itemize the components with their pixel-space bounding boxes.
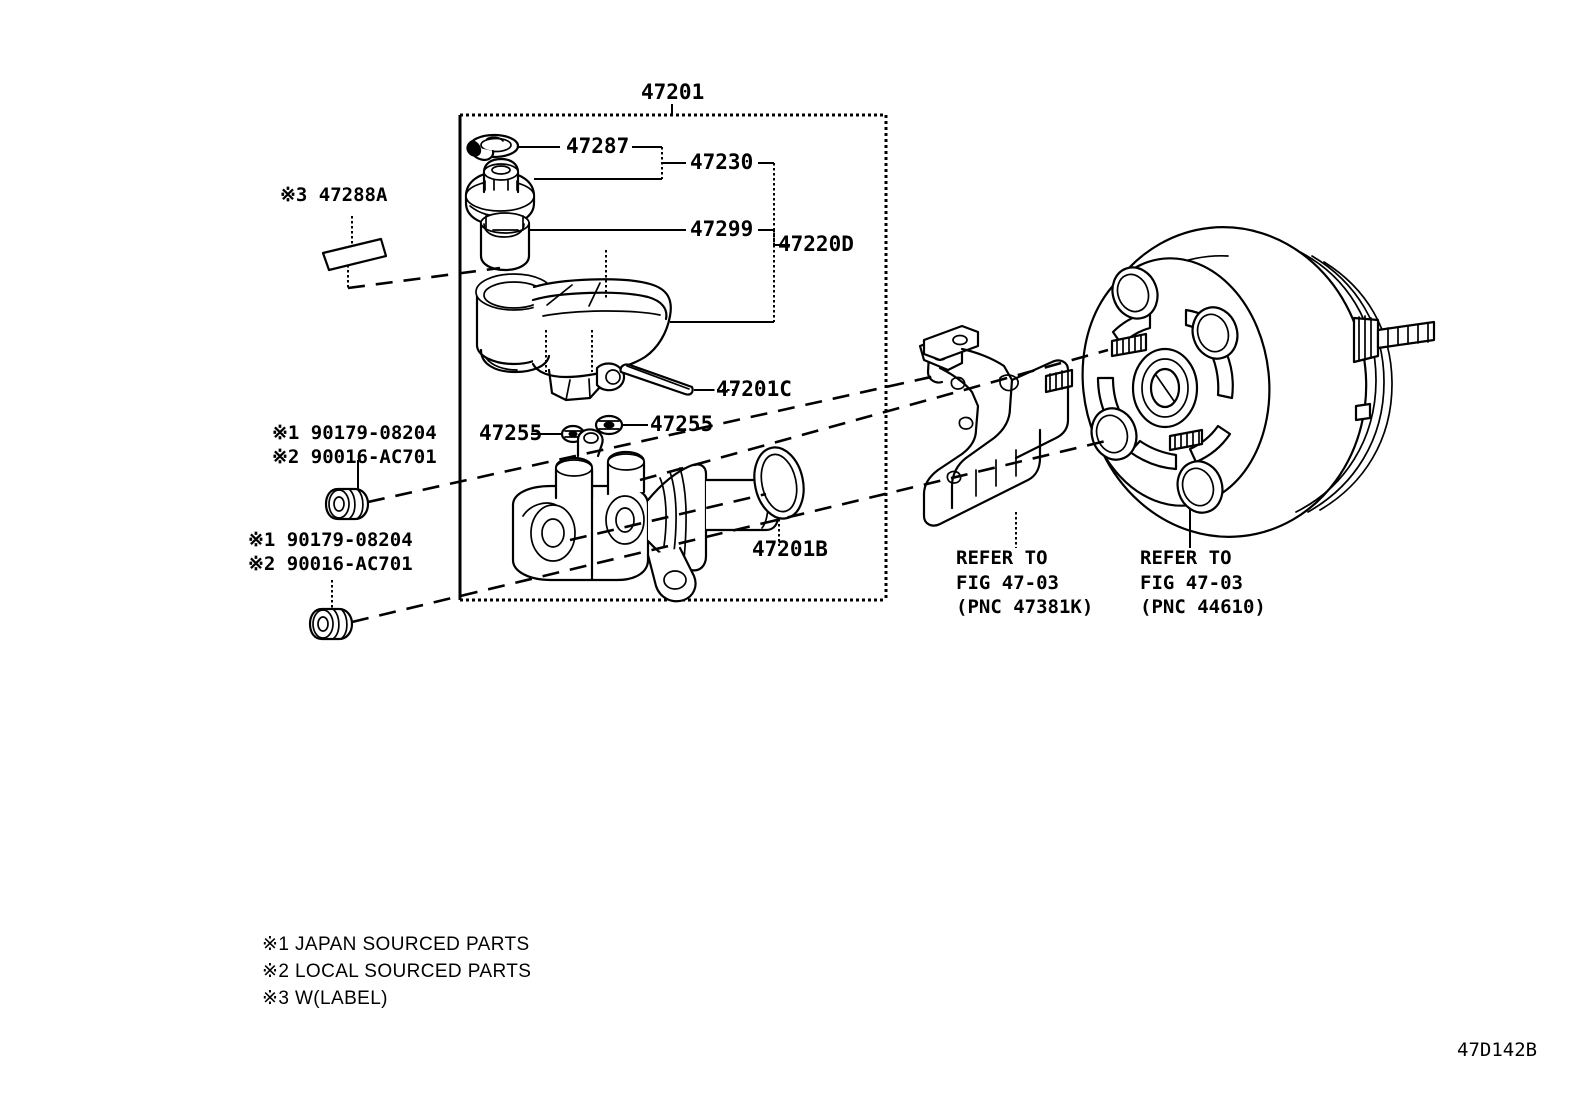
group-box-47201 <box>458 104 888 602</box>
part-47299-filter <box>479 212 531 272</box>
label-nut-lower-local[interactable]: ※2 90016-AC701 <box>248 553 413 575</box>
part-47288A-label-plate <box>321 237 388 272</box>
label-47201B[interactable]: 47201B <box>752 537 828 561</box>
label-nut-upper-local[interactable]: ※2 90016-AC701 <box>272 446 437 468</box>
ref-booster-44610 <box>1081 226 1436 548</box>
label-refer-bracket-47381K[interactable]: REFER TO FIG 47-03 (PNC 47381K) <box>956 547 1094 619</box>
part-47201B-o-ring <box>753 446 805 520</box>
part-47230-reservoir-cap <box>464 157 536 227</box>
figure-code: 47D142B <box>1457 1039 1538 1061</box>
label-47288A[interactable]: ※3 47288A <box>280 184 388 206</box>
part-47220D-reservoir-tank <box>475 250 672 402</box>
leader-lines <box>331 146 790 610</box>
label-nut-lower-japan[interactable]: ※1 90179-08204 <box>248 529 413 551</box>
part-47201-master-cylinder-body <box>511 428 780 603</box>
label-47255-right[interactable]: 47255 <box>650 412 714 436</box>
part-47255-grommet-right <box>594 414 624 436</box>
label-47201C[interactable]: 47201C <box>716 377 792 401</box>
legend-line-local-sourced: ※2 LOCAL SOURCED PARTS <box>262 961 532 982</box>
booster-stud-lower <box>1168 428 1204 452</box>
ref-bracket-47381K <box>918 324 1074 548</box>
part-47201C-set-pin <box>619 363 694 396</box>
bracket-bolt <box>1044 368 1074 394</box>
label-47287[interactable]: 47287 <box>566 134 630 158</box>
part-47287-strainer <box>466 133 520 162</box>
label-refer-booster-44610[interactable]: REFER TO FIG 47-03 (PNC 44610) <box>1140 547 1266 619</box>
label-47299[interactable]: 47299 <box>690 217 754 241</box>
label-47255-left[interactable]: 47255 <box>479 421 543 445</box>
legend-line-w-label: ※3 W(LABEL) <box>262 988 388 1009</box>
legend-line-japan-sourced: ※1 JAPAN SOURCED PARTS <box>262 934 530 955</box>
label-47220D[interactable]: 47220D <box>778 232 854 256</box>
label-nut-upper-japan[interactable]: ※1 90179-08204 <box>272 422 437 444</box>
part-90179-08204-nut-lower <box>308 607 354 641</box>
part-90179-08204-nut-upper <box>324 487 370 521</box>
assembly-dashed-lines <box>347 265 1111 624</box>
booster-stud-upper <box>1110 332 1148 358</box>
label-47230[interactable]: 47230 <box>690 150 754 174</box>
label-47201[interactable]: 47201 <box>641 80 705 104</box>
